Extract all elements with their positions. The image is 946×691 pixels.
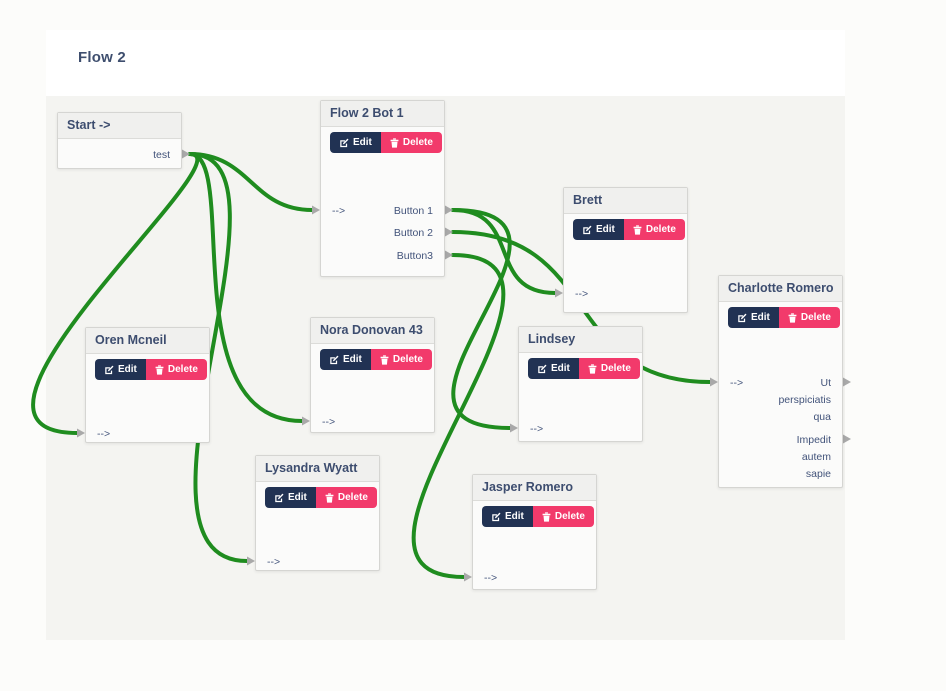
delete-button-label: Delete	[392, 354, 423, 365]
node-output-label: Ut	[820, 377, 832, 389]
delete-button-label: Delete	[337, 492, 368, 503]
node-actions: Edit Delete	[95, 359, 207, 380]
edit-icon	[538, 364, 547, 373]
node-actions: Edit Delete	[265, 487, 377, 508]
node-input-label: -->	[97, 428, 111, 440]
edit-button[interactable]: Edit	[528, 358, 579, 379]
node-title: Oren Mcneil	[86, 328, 209, 354]
delete-button-label: Delete	[645, 224, 676, 235]
edit-button[interactable]: Edit	[330, 132, 381, 153]
edit-icon	[583, 225, 592, 234]
node-input-label: -->	[730, 377, 744, 389]
node-output-label: Button 2	[393, 227, 433, 239]
edit-icon	[275, 493, 284, 502]
node-input-label: -->	[322, 416, 336, 428]
node-input-label: -->	[267, 556, 281, 568]
node-title: Lysandra Wyatt	[256, 456, 379, 482]
flow-node-start[interactable]: Start -> test	[57, 112, 182, 169]
node-text-line: perspiciatis	[778, 394, 831, 406]
edit-button[interactable]: Edit	[265, 487, 316, 508]
delete-button[interactable]: Delete	[532, 506, 594, 527]
node-title: Lindsey	[519, 327, 642, 353]
flow-node-nora[interactable]: Nora Donovan 43 Edit Delete -->	[310, 317, 435, 433]
trash-icon	[390, 137, 399, 148]
node-text-line: qua	[813, 411, 831, 423]
edit-icon	[492, 512, 501, 521]
edit-button-label: Edit	[118, 364, 137, 375]
delete-button[interactable]: Delete	[145, 359, 207, 380]
delete-button-label: Delete	[600, 363, 631, 374]
node-text-line: sapie	[805, 468, 831, 480]
trash-icon	[633, 224, 642, 235]
edit-button-label: Edit	[751, 312, 770, 323]
node-input-label: -->	[484, 572, 498, 584]
edit-icon	[330, 355, 339, 364]
node-title: Nora Donovan 43	[311, 318, 434, 344]
node-output-label: Button 1	[393, 205, 433, 217]
edit-button[interactable]: Edit	[728, 307, 779, 328]
page-title: Flow 2	[78, 49, 126, 66]
trash-icon	[788, 312, 797, 323]
edit-button[interactable]: Edit	[573, 219, 624, 240]
trash-icon	[155, 364, 164, 375]
node-output-label: test	[153, 149, 170, 161]
node-title: Brett	[564, 188, 687, 214]
node-input-label: -->	[575, 288, 589, 300]
delete-button[interactable]: Delete	[380, 132, 442, 153]
delete-button-label: Delete	[800, 312, 831, 323]
node-actions: Edit Delete	[728, 307, 840, 328]
edit-icon	[738, 313, 747, 322]
trash-icon	[588, 363, 597, 374]
trash-icon	[380, 354, 389, 365]
flow-title-bar: Flow 2	[46, 30, 845, 96]
node-output-label: Button3	[396, 250, 433, 262]
edit-button-label: Edit	[343, 354, 362, 365]
edit-button-label: Edit	[505, 511, 524, 522]
delete-button-label: Delete	[167, 364, 198, 375]
edit-button-label: Edit	[288, 492, 307, 503]
node-title: Start ->	[58, 113, 181, 139]
node-title: Flow 2 Bot 1	[321, 101, 444, 127]
delete-button[interactable]: Delete	[578, 358, 640, 379]
trash-icon	[542, 511, 551, 522]
delete-button[interactable]: Delete	[315, 487, 377, 508]
delete-button-label: Delete	[402, 137, 433, 148]
delete-button[interactable]: Delete	[778, 307, 840, 328]
edit-button[interactable]: Edit	[320, 349, 371, 370]
edit-button[interactable]: Edit	[482, 506, 533, 527]
edit-button[interactable]: Edit	[95, 359, 146, 380]
node-output-label: Impedit	[796, 434, 831, 446]
node-text-line: autem	[801, 451, 831, 463]
flow-node-bot[interactable]: Flow 2 Bot 1 Edit Delete --> Button 1 Button …	[320, 100, 445, 277]
node-actions: Edit Delete	[320, 349, 432, 370]
edit-button-label: Edit	[551, 363, 570, 374]
delete-button[interactable]: Delete	[623, 219, 685, 240]
edit-button-label: Edit	[596, 224, 615, 235]
node-input-label: -->	[332, 205, 346, 217]
delete-button-label: Delete	[554, 511, 585, 522]
node-title: Charlotte Romero	[719, 276, 842, 302]
edit-icon	[105, 365, 114, 374]
node-actions: Edit Delete	[330, 132, 442, 153]
delete-button[interactable]: Delete	[370, 349, 432, 370]
node-actions: Edit Delete	[573, 219, 685, 240]
edit-icon	[340, 138, 349, 147]
node-actions: Edit Delete	[528, 358, 640, 379]
node-title: Jasper Romero	[473, 475, 596, 501]
edit-button-label: Edit	[353, 137, 372, 148]
node-input-label: -->	[530, 423, 544, 435]
node-actions: Edit Delete	[482, 506, 594, 527]
trash-icon	[325, 492, 334, 503]
